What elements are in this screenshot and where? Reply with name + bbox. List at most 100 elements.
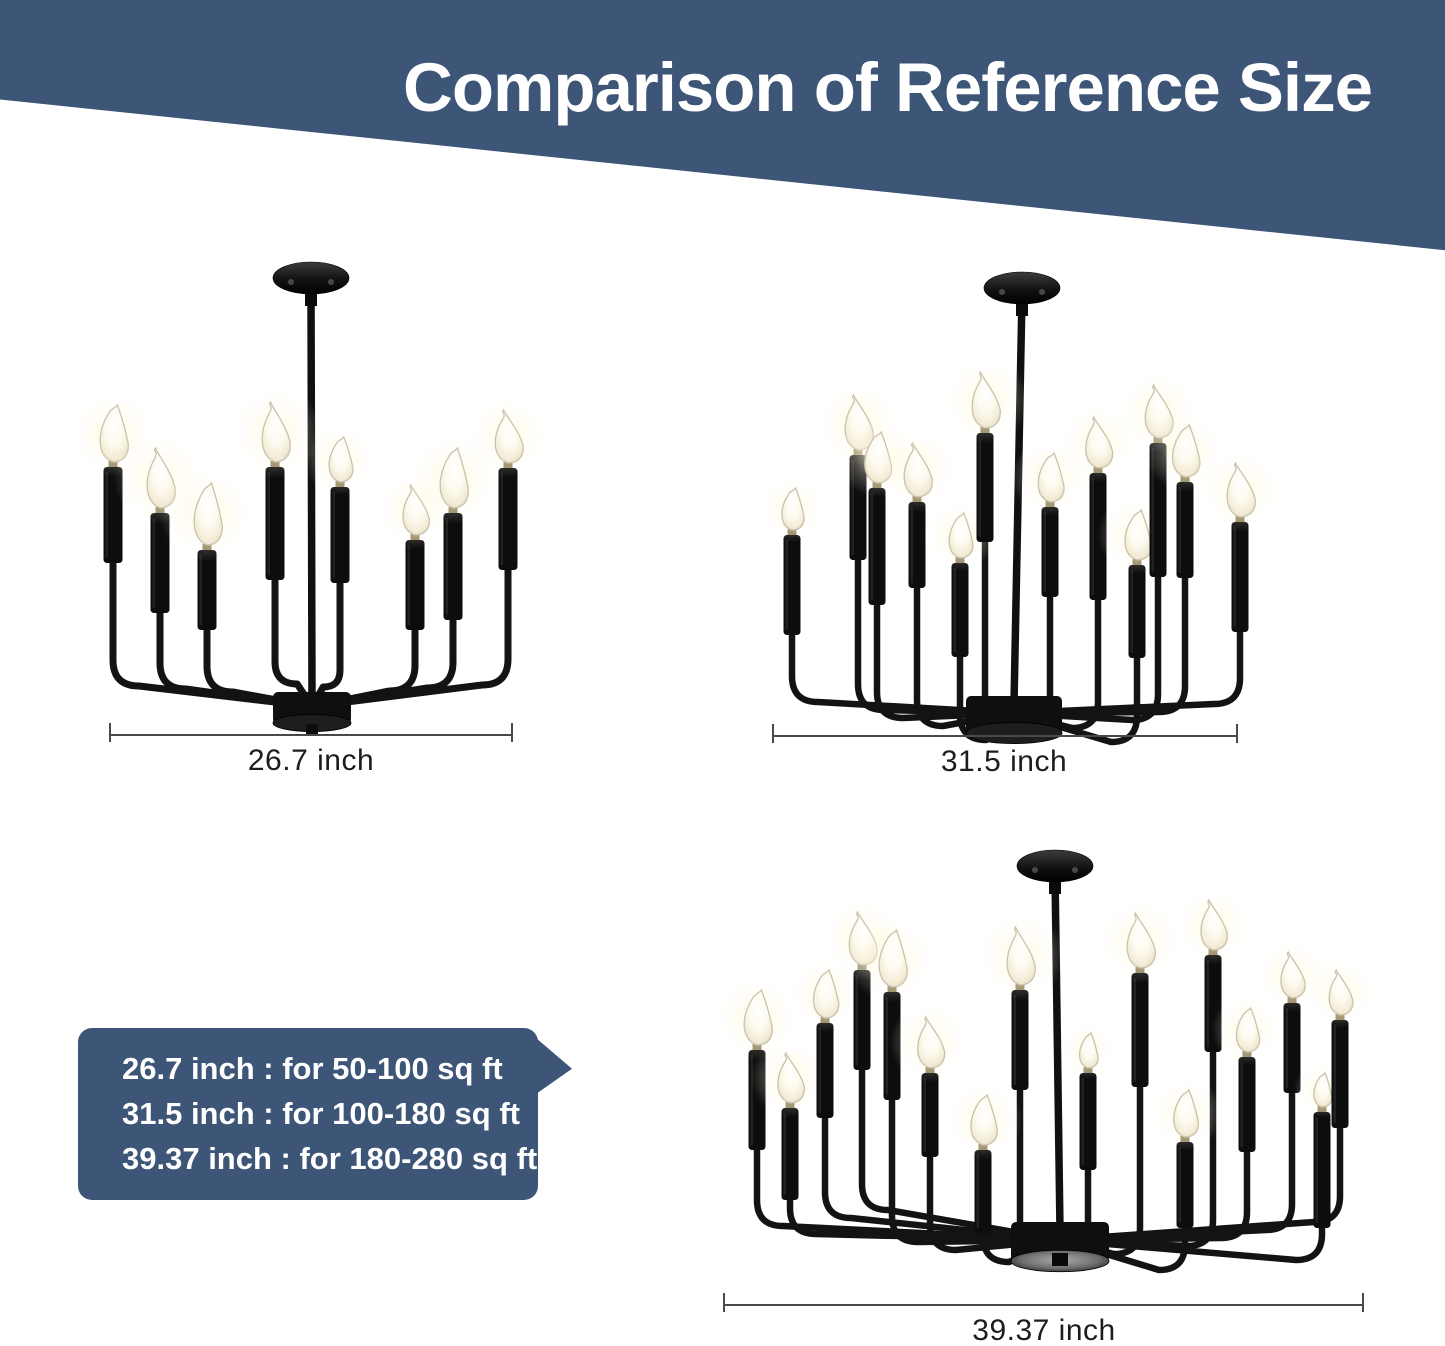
flame-bulb bbox=[777, 1051, 805, 1104]
chandelier-16-light bbox=[713, 849, 1376, 1274]
chandelier-arm bbox=[786, 1194, 1064, 1244]
flame-bulb bbox=[878, 928, 908, 988]
flame-bulb bbox=[1226, 461, 1256, 518]
canopy-screw bbox=[1039, 289, 1045, 295]
hub-finial bbox=[306, 724, 318, 735]
chandelier-arm bbox=[821, 1112, 1064, 1244]
flame-bulb bbox=[1085, 415, 1114, 469]
chandelier-arm bbox=[203, 624, 316, 710]
sleeve-highlight bbox=[885, 997, 888, 1095]
sleeve-highlight bbox=[332, 492, 335, 578]
sleeve-highlight bbox=[407, 545, 410, 625]
chandelier-arm bbox=[271, 574, 316, 710]
sleeve-highlight bbox=[1130, 570, 1133, 653]
flame-bulb bbox=[1079, 1031, 1099, 1069]
candle-sleeve bbox=[443, 513, 463, 620]
candle-sleeve bbox=[197, 550, 217, 630]
flame-bulb bbox=[903, 441, 933, 498]
canopy-screw bbox=[1072, 867, 1078, 873]
canopy-screw bbox=[1032, 867, 1038, 873]
sleeve-highlight bbox=[152, 518, 155, 608]
sleeve-highlight bbox=[783, 1113, 786, 1195]
sleeve-highlight bbox=[978, 438, 981, 537]
sleeve-highlight bbox=[851, 460, 854, 555]
candle-sleeve bbox=[150, 513, 170, 613]
hub-socket-hole bbox=[1052, 1253, 1068, 1266]
room-size-recommendation-callout: 26.7 inch : for 50-100 sq ft 31.5 inch :… bbox=[78, 1028, 538, 1200]
chandelier-arm bbox=[308, 614, 457, 710]
sleeve-highlight bbox=[1151, 448, 1154, 572]
sleeve-highlight bbox=[750, 1055, 753, 1145]
sleeve-highlight bbox=[1043, 512, 1046, 592]
flame-bulb bbox=[1313, 1071, 1333, 1108]
chandelier-arm bbox=[156, 607, 316, 710]
flame-bulb bbox=[1006, 925, 1036, 986]
sleeve-highlight bbox=[445, 518, 448, 615]
flame-bulb bbox=[494, 408, 524, 464]
chandelier-arm bbox=[873, 599, 1018, 722]
sleeve-highlight bbox=[1133, 978, 1136, 1082]
sleeve-highlight bbox=[1233, 527, 1236, 627]
candle-sleeve bbox=[265, 467, 285, 580]
width-dimension-label-medium: 31.5 inch bbox=[940, 745, 1068, 778]
chandelier-8-light bbox=[68, 261, 550, 735]
candle-sleeve bbox=[498, 468, 518, 570]
page-title: Comparison of Reference Size bbox=[403, 49, 1373, 126]
sleeve-highlight bbox=[818, 1028, 821, 1113]
flame-bulb bbox=[1037, 451, 1065, 503]
ceiling-canopy bbox=[983, 271, 1061, 305]
chandelier-arm bbox=[753, 1144, 1064, 1244]
hanging-rod bbox=[1051, 873, 1064, 1231]
chandelier-arm bbox=[913, 582, 1018, 730]
sleeve-highlight bbox=[785, 540, 788, 630]
candle-sleeve bbox=[405, 540, 425, 630]
chandelier-arm bbox=[308, 564, 512, 710]
chandelier-arm bbox=[979, 1227, 1064, 1266]
recommendation-line-medium: 31.5 inch : for 100-180 sq ft bbox=[122, 1096, 520, 1131]
sleeve-highlight bbox=[910, 507, 913, 583]
sleeve-highlight bbox=[855, 975, 858, 1065]
chandelier-arm bbox=[926, 1151, 1064, 1254]
width-dimension-label-large: 39.37 inch bbox=[972, 1314, 1116, 1346]
dimension-line bbox=[772, 724, 1238, 743]
sleeve-highlight bbox=[1178, 1147, 1181, 1223]
sleeve-highlight bbox=[870, 493, 873, 600]
sleeve-highlight bbox=[923, 1078, 926, 1152]
sleeve-highlight bbox=[1240, 1062, 1243, 1147]
ceiling-canopy bbox=[1016, 849, 1094, 883]
flame-bulb bbox=[261, 400, 291, 463]
canopy-screw bbox=[328, 279, 334, 285]
sleeve-highlight bbox=[199, 555, 202, 625]
sleeve-highlight bbox=[105, 472, 108, 558]
flame-bulb bbox=[917, 1015, 946, 1069]
sleeve-highlight bbox=[1081, 1078, 1084, 1165]
sleeve-highlight bbox=[1178, 487, 1181, 573]
canopy-screw bbox=[288, 279, 294, 285]
flame-bulb bbox=[1235, 1006, 1261, 1053]
sleeve-highlight bbox=[976, 1155, 979, 1228]
flame-bulb bbox=[439, 446, 469, 509]
sleeve-highlight bbox=[1091, 478, 1094, 595]
flame-bulb bbox=[328, 435, 354, 483]
chandelier-arm bbox=[1010, 626, 1244, 717]
sleeve-highlight bbox=[1315, 1117, 1318, 1223]
sleeve-highlight bbox=[267, 472, 270, 575]
flame-bulb bbox=[781, 486, 805, 531]
hub-bottom-face bbox=[965, 722, 1063, 744]
chandelier-arm bbox=[858, 1064, 1064, 1244]
flame-bulb bbox=[1126, 911, 1156, 969]
sleeve-highlight bbox=[1013, 995, 1016, 1085]
flame-bulb bbox=[1173, 1088, 1200, 1138]
flame-bulb bbox=[193, 481, 223, 546]
chandelier-arm bbox=[1056, 1222, 1326, 1264]
sleeve-highlight bbox=[1285, 1008, 1288, 1088]
dimension-line bbox=[109, 723, 513, 742]
sleeve-highlight bbox=[953, 568, 956, 652]
dimension-line bbox=[723, 1293, 1364, 1312]
flame-bulb bbox=[971, 370, 1001, 429]
recommendation-line-large: 39.37 inch : for 180-280 sq ft bbox=[122, 1141, 538, 1176]
flame-bulb bbox=[1328, 968, 1354, 1016]
chandelier-arm bbox=[788, 629, 1018, 717]
